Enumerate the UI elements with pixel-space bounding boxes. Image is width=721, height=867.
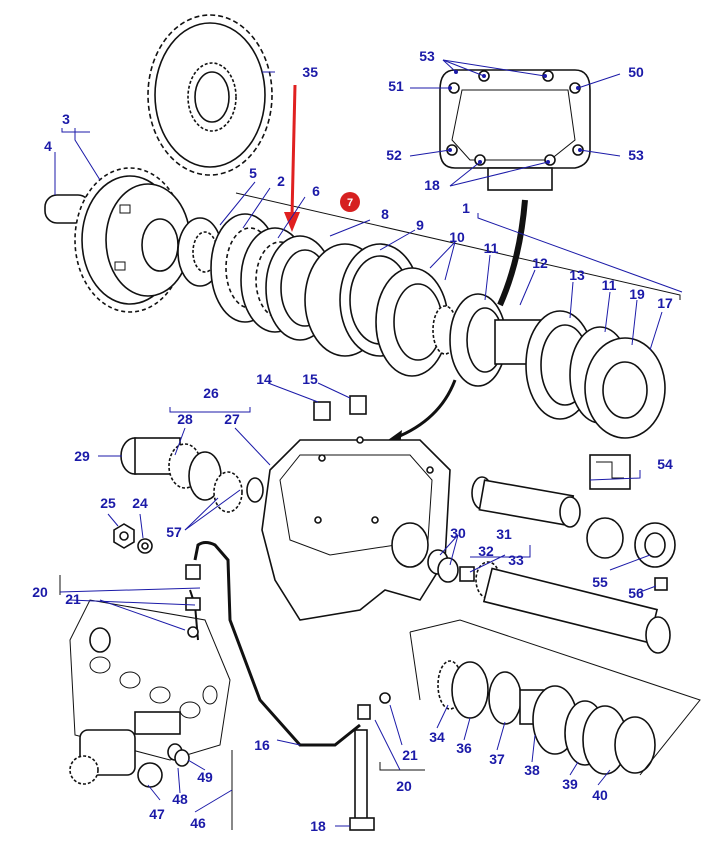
label-32: 32 [478,543,494,559]
label-21-a: 21 [65,591,81,607]
label-20-a: 20 [32,584,48,600]
label-15: 15 [302,371,318,387]
shaft-33 [459,561,671,654]
label-57: 57 [166,524,182,540]
oil-pipe-16 [193,541,361,747]
label-53-a: 53 [419,48,435,64]
label-21-b: 21 [402,747,418,763]
label-18-a: 18 [424,177,440,193]
label-20-b: 20 [396,778,412,794]
bearing-stack [437,660,656,775]
label-10: 10 [449,229,465,245]
label-39: 39 [562,776,578,792]
ring-55a [586,517,624,559]
callout-badge: 7 [340,192,360,212]
label-49: 49 [197,769,213,785]
label-11-b: 11 [602,277,617,293]
label-34: 34 [429,729,445,745]
label-9: 9 [416,217,424,233]
solenoid-46 [69,711,190,788]
label-51: 51 [388,78,404,94]
label-8: 8 [381,206,389,222]
label-47: 47 [149,806,165,822]
label-16: 16 [254,737,270,753]
label-12: 12 [532,255,548,271]
label-6: 6 [312,183,320,199]
rings-17-19 [569,326,666,439]
nuts-24-25 [113,523,153,554]
label-13: 13 [569,267,585,283]
label-25: 25 [100,495,116,511]
shaft-31 [471,476,581,528]
label-24: 24 [132,495,148,511]
label-52: 52 [386,147,402,163]
label-30: 30 [450,525,466,541]
assembly-arrow-2 [394,379,457,440]
label-31: 31 [496,526,512,542]
label-54: 54 [657,456,673,472]
gear-35 [147,14,273,176]
leader-dots [448,70,582,164]
label-50: 50 [628,64,644,80]
frame-lines-upper [235,192,681,300]
callout-labels: 35 3 4 5 2 6 8 9 1 10 11 12 13 11 19 17 … [32,48,673,834]
cylinder-28 [120,437,264,513]
label-11-a: 11 [484,240,499,256]
label-4: 4 [44,138,52,154]
assembly-arrow-1 [497,199,528,307]
label-19: 19 [629,286,645,302]
label-14: 14 [256,371,272,387]
label-33: 33 [508,552,524,568]
label-29: 29 [74,448,90,464]
label-17: 17 [657,295,673,311]
label-18-b: 18 [310,818,326,834]
label-2: 2 [277,173,285,189]
parts-drawing [44,14,701,831]
label-38: 38 [524,762,540,778]
label-26: 26 [203,385,219,401]
label-48: 48 [172,791,188,807]
label-35: 35 [302,64,318,80]
shaft-12 [432,293,595,420]
label-37: 37 [489,751,505,767]
callout-arrow [284,84,300,232]
label-5: 5 [249,165,257,181]
label-53-b: 53 [628,147,644,163]
label-40: 40 [592,787,608,803]
label-28: 28 [177,411,193,427]
pin-56 [654,577,668,591]
frame-lines-lower [409,619,701,776]
label-46: 46 [190,815,206,831]
label-56: 56 [628,585,644,601]
bushing-14 [313,401,331,421]
badge-number: 7 [347,197,353,209]
seal-30b [437,557,459,583]
washers-10 [375,267,449,377]
bushing-15 [349,395,367,415]
bolt-18 [349,729,375,831]
label-55: 55 [592,574,608,590]
key-54 [589,454,631,490]
label-3: 3 [62,111,70,127]
label-36: 36 [456,740,472,756]
leader-lines [54,59,683,827]
housing-27 [261,436,451,621]
cover-plate [439,69,591,191]
label-27: 27 [224,411,240,427]
clutch-drum-3 [44,167,191,313]
label-1: 1 [462,200,470,216]
